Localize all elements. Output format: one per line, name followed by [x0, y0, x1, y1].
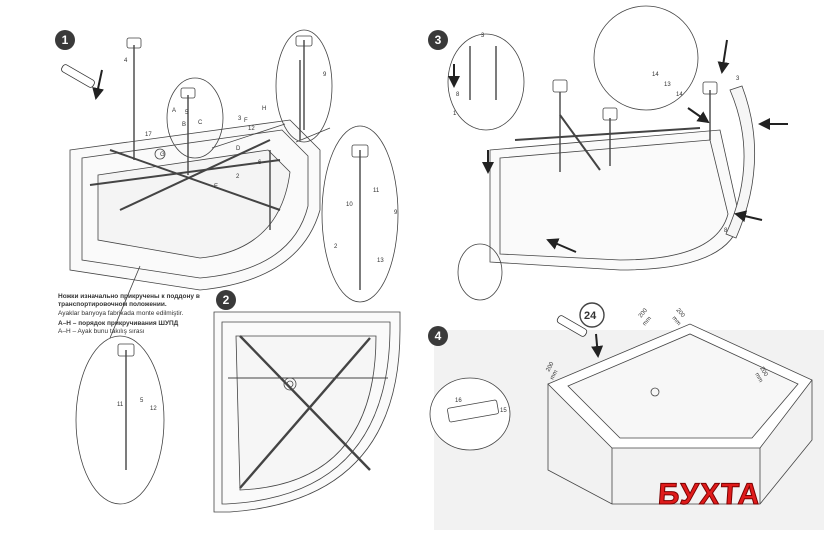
brand-logo: БУХТА: [656, 478, 762, 512]
wrench-icon-4: [556, 315, 588, 337]
part-label-8: 8: [456, 92, 460, 98]
step-badge-4: 4: [428, 326, 448, 346]
letter-h: H: [262, 106, 266, 112]
part-label-12: 12: [248, 126, 255, 132]
part-label-16: 16: [455, 398, 462, 404]
dim-200-a: 200: [545, 361, 555, 373]
dim-200-c: 200: [674, 307, 685, 319]
clock-icon: 24: [579, 302, 605, 328]
part-label-9b: 9: [394, 210, 398, 216]
part-label-5b: 5: [140, 398, 144, 404]
part-label-13c: 13: [664, 82, 671, 88]
part-label-14: 14: [652, 72, 659, 78]
letter-c: C: [198, 120, 203, 126]
part-label-6: 6: [258, 160, 262, 166]
part-label-11: 11: [373, 188, 380, 194]
part-label-12b: 12: [150, 406, 157, 412]
part-label-3: 3: [238, 116, 242, 122]
part-label-5: 5: [185, 110, 189, 116]
wrench-icon: [61, 64, 95, 88]
part-label-10: 10: [346, 202, 353, 208]
part-label-1: 1: [453, 111, 457, 117]
panel-4-finished: [429, 323, 824, 530]
letter-f: F: [244, 118, 248, 124]
part-label-13: 13: [377, 258, 384, 264]
pointer-arrow-4: [591, 333, 604, 358]
part-label-4: 4: [124, 58, 128, 64]
panel-3-part-labels: 3 8 1 14 13 14 3 8: [453, 33, 740, 234]
dim-200-d: 200: [758, 366, 769, 378]
dim-unit-a: mm: [549, 369, 559, 381]
part-label-3c: 3: [481, 33, 485, 39]
note-order-tr: A–H – Ayak bunu takılış sırası: [58, 328, 145, 335]
letter-e: E: [214, 184, 218, 190]
part-label-17: 17: [145, 132, 152, 138]
note-order-ru: A–H – порядок прикручивания ШУПД: [58, 320, 179, 327]
rotation-hours: 24: [584, 310, 597, 322]
dim-unit-b: mm: [642, 316, 653, 328]
part-label-15: 15: [500, 408, 507, 414]
step-badge-3: 3: [428, 30, 448, 50]
note-mount-tr: Ayaklar banyoya fabrikada monte edilmişt…: [58, 310, 184, 317]
part-label-11b: 11: [117, 402, 124, 408]
pointer-arrow: [92, 69, 104, 100]
part-label-8b: 8: [724, 228, 728, 234]
dim-unit-d: mm: [753, 372, 763, 384]
letter-b: B: [182, 122, 186, 128]
panel-1-assembly: [69, 29, 399, 505]
part-label-14b: 14: [676, 92, 683, 98]
part-label-2b: 2: [334, 244, 338, 250]
panel-3-arrows: [448, 39, 788, 253]
note-mount-ru: Ножки изначально прикручены к поддону в …: [58, 293, 200, 308]
part-label-2: 2: [236, 174, 240, 180]
panel-4-dimensions: 200 mm 200 mm 200 mm 200 mm 16 15: [455, 307, 769, 414]
letter-a: A: [172, 108, 176, 114]
letter-g: G: [160, 152, 165, 158]
dim-200-b: 200: [638, 307, 649, 319]
panel-3-assembly: [447, 5, 756, 301]
letter-d: D: [236, 146, 241, 152]
dim-unit-c: mm: [670, 315, 681, 327]
panel-1-part-labels: 4 5 17 3 12 2 6 9 11 10 9 2 13 11 5 12 A…: [117, 58, 398, 412]
step-badge-2: 2: [216, 290, 236, 310]
step-badge-1: 1: [55, 30, 75, 50]
panel-2-top-view: [213, 311, 401, 513]
part-label-9: 9: [323, 72, 327, 78]
part-label-3d: 3: [736, 76, 740, 82]
